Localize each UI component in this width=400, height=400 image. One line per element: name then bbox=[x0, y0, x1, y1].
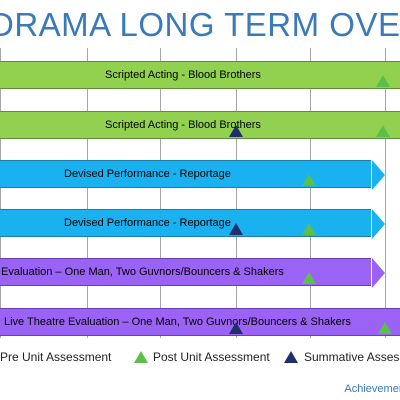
legend: Pre Unit Assessment Post Unit Assessment… bbox=[0, 348, 400, 368]
arrowhead-icon bbox=[372, 160, 385, 190]
post-unit-assessment-marker bbox=[302, 174, 316, 186]
summative-assessment-marker bbox=[229, 322, 243, 334]
unit-bar-label: Live Theatre Evaluation – One Man, Two G… bbox=[0, 266, 284, 278]
legend-summative-icon bbox=[284, 351, 298, 363]
post-unit-assessment-marker bbox=[378, 322, 392, 334]
grid-line bbox=[87, 48, 88, 338]
post-unit-assessment-marker bbox=[376, 75, 390, 87]
legend-post-unit-label: Post Unit Assessment bbox=[153, 350, 270, 364]
unit-bar-scripted-acting-1: Scripted Acting - Blood Brothers bbox=[0, 61, 400, 89]
unit-bar-label: Devised Performance - Reportage bbox=[64, 217, 231, 229]
grid-line bbox=[310, 48, 311, 338]
unit-bar-live-theatre-2: Live Theatre Evaluation – One Man, Two G… bbox=[0, 308, 400, 336]
legend-pre-unit-label: Pre Unit Assessment bbox=[0, 350, 112, 364]
arrowhead-icon bbox=[372, 258, 385, 288]
post-unit-assessment-marker bbox=[302, 272, 316, 284]
legend-post-unit-icon bbox=[134, 351, 148, 363]
grid-line bbox=[385, 48, 386, 338]
unit-bar-label: Scripted Acting - Blood Brothers bbox=[105, 119, 261, 131]
page-title: DRAMA LONG TERM OVERVIEW bbox=[0, 6, 400, 43]
summative-assessment-marker bbox=[229, 125, 243, 137]
post-unit-assessment-marker bbox=[302, 223, 316, 235]
timeline-grid bbox=[0, 48, 400, 338]
grid-line bbox=[160, 48, 161, 338]
legend-summative-label: Summative Assessment bbox=[304, 350, 400, 364]
summative-assessment-marker bbox=[229, 223, 243, 235]
footer-text: Achievement bbox=[344, 383, 400, 395]
unit-bar-label: Scripted Acting - Blood Brothers bbox=[105, 69, 261, 81]
unit-bar-label: Devised Performance - Reportage bbox=[64, 168, 231, 180]
unit-bar-label: Live Theatre Evaluation – One Man, Two G… bbox=[4, 316, 351, 328]
grid-line bbox=[0, 48, 1, 338]
unit-bar-scripted-acting-2: Scripted Acting - Blood Brothers bbox=[0, 111, 400, 139]
arrowhead-icon bbox=[372, 209, 385, 239]
grid-line bbox=[236, 48, 237, 338]
post-unit-assessment-marker bbox=[376, 125, 390, 137]
